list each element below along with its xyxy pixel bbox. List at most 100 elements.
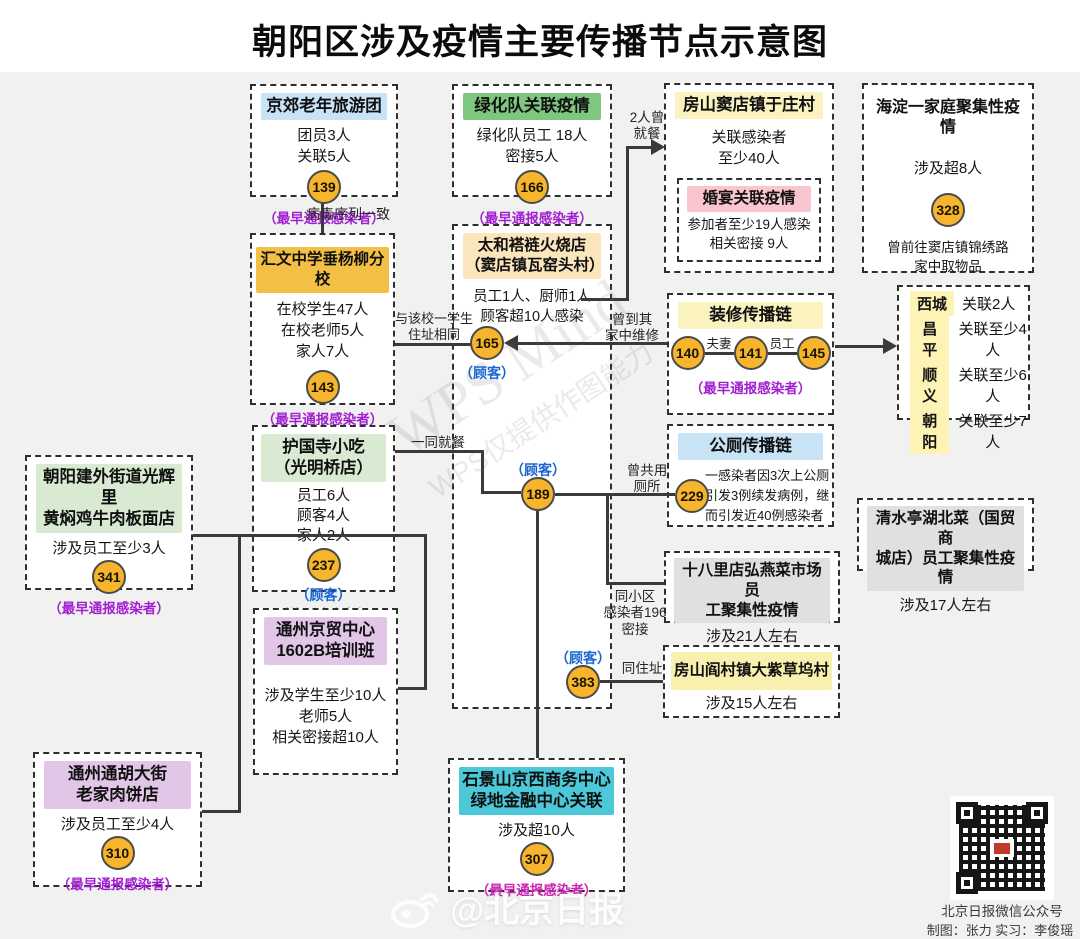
node-line: 涉及员工至少3人	[52, 540, 166, 558]
node-line: 相关密接超10人	[272, 729, 379, 747]
district-value: 关联至少6人	[958, 367, 1027, 405]
arrowhead-into-districts	[883, 338, 897, 354]
district-row: 顺义 关联至少6人	[899, 362, 1028, 408]
case-number-328: 328	[931, 192, 965, 227]
arrowhead-into-doudian	[651, 139, 665, 155]
node-taihe-dalian-restaurant: 太和褡裢火烧店 （窦店镇瓦窑头村） 员工1人、厨师1人 顾客超10人感染	[452, 224, 612, 709]
node-title: 房山阎村镇大紫草坞村	[671, 652, 832, 690]
node-title: 通州通胡大街 老家肉饼店	[44, 761, 191, 810]
node-title-line1: 太和褡裢火烧店	[477, 237, 587, 254]
node-title: 朝阳建外街道光辉里 黄焖鸡牛肉板面店	[36, 464, 182, 534]
node-line: 家人7人	[295, 342, 350, 360]
edge-label-line: 同小区	[614, 589, 656, 604]
node-qingshuiting-restaurant: 清水亭湖北菜（国贸商 城店）员工聚集性疫情 涉及17人左右	[857, 498, 1034, 614]
chain-link: 夫妻	[704, 336, 734, 370]
node-title-line1: 护国寺小吃	[282, 438, 365, 456]
node-haidian-family-cluster: 海淀一家庭聚集性疫情 涉及超8人 328 曾前往窦店镇锦绣路 家中取物品	[862, 83, 1034, 274]
connector-341-237-jingmao-c	[398, 687, 426, 690]
case-165-tag: （顾客）	[459, 365, 515, 381]
edge-label-line: 就餐	[633, 126, 661, 142]
district-row: 朝阳 关联至少7人	[899, 408, 1028, 454]
node-line: 涉及员工至少4人	[60, 816, 175, 834]
node-title-line1: 朝阳建外街道光辉里	[43, 468, 175, 508]
district-value: 关联至少4人	[958, 321, 1027, 359]
node-title: 汇文中学垂杨柳分校	[256, 247, 389, 293]
case-number-383: 383	[566, 665, 600, 699]
node-line: 在校学生47人	[276, 300, 369, 318]
edge-label-same-address-student: 与该校一学生 住址相同	[394, 311, 474, 343]
chain-link: 员工	[767, 336, 797, 370]
edge-label-line: 密接	[621, 621, 649, 637]
case-number-310: 310	[100, 836, 135, 871]
district-name: 朝阳	[910, 408, 950, 454]
connector-189-229	[555, 493, 675, 496]
node-line: 参加者至少19人感染	[687, 216, 811, 232]
connector-taihe-doudian-b	[626, 147, 629, 300]
node-text-block: 一感染者因3次上公厕 引发3例续发病例，继 而引发近40例感染者	[705, 466, 831, 526]
edge-label-two-diners: 2人曾 就餐	[624, 110, 670, 143]
connector-taihe-doudian-a	[581, 298, 629, 301]
qr-eye	[956, 872, 978, 894]
edge-label-same-community: 同小区 感染者196 密接	[600, 589, 670, 638]
node-title: 清水亭湖北菜（国贸商 城店）员工聚集性疫情	[867, 506, 1024, 592]
chain-link-label: 员工	[769, 337, 795, 352]
node-title: 海淀一家庭聚集性疫情	[875, 99, 1020, 137]
node-title-line2: 黄焖鸡牛肉板面店	[43, 510, 175, 529]
chain-link-line	[767, 352, 797, 355]
connector-237-laojia-a	[238, 534, 241, 813]
node-wedding-banquet: 婚宴关联疫情 参加者至少19人感染 相关密接 9人	[677, 178, 821, 262]
qr-code	[950, 796, 1054, 900]
arrowhead-into-165	[504, 335, 518, 351]
node-title: 通州京贸中心 1602B培训班	[264, 617, 387, 666]
node-title: 京郊老年旅游团	[261, 93, 387, 121]
case-number-143: 143	[305, 369, 340, 404]
node-title-line1: 通州通胡大街	[68, 765, 167, 783]
node-line: 一感染者因3次上公厕	[705, 468, 830, 484]
edge-label-line: 2人曾	[629, 110, 665, 125]
node-title: 房山窦店镇于庄村	[675, 92, 823, 120]
connector-huiwen-165	[395, 343, 471, 346]
page-title: 朝阳区涉及疫情主要传播节点示意图	[251, 23, 828, 62]
node-suburban-tour-group: 京郊老年旅游团 团员3人 关联5人 139 （最早通报感染者）	[250, 84, 398, 226]
edge-label-line: 住址相同	[407, 326, 460, 342]
earliest-case-note: （最早通报感染者）	[56, 877, 179, 893]
node-title: 婚宴关联疫情	[687, 186, 811, 212]
case-number-139: 139	[307, 170, 341, 205]
node-line: 曾前往窦店镇锦绣路	[887, 239, 1009, 255]
district-value: 关联至少7人	[958, 413, 1027, 451]
district-name: 西城	[910, 291, 955, 316]
node-title: 石景山京西商务中心 绿地金融中心关联	[459, 767, 614, 816]
node-greening-team: 绿化队关联疫情 绿化队员工 18人 密接5人 166 （最早通报感染者）	[452, 84, 612, 226]
node-line: 顾客超10人感染	[480, 308, 584, 325]
connector-huguosi-189-c	[481, 491, 521, 494]
wechat-account-label: 北京日报微信公众号	[941, 904, 1063, 919]
node-line: 涉及超10人	[498, 822, 575, 840]
connector-huguosi-189-a	[395, 450, 484, 453]
node-line: 涉及15人左右	[705, 694, 798, 712]
case-number-229: 229	[675, 479, 709, 513]
case-237-tag: （顾客）	[295, 586, 352, 603]
node-fangshan-yancun-village: 房山阎村镇大紫草坞村 涉及15人左右	[663, 645, 840, 718]
qr-center-logo	[990, 839, 1014, 857]
node-line: 至少40人	[718, 150, 780, 168]
edge-label-line: 与该校一学生	[394, 311, 473, 326]
earliest-case-note: （最早通报感染者）	[261, 411, 384, 427]
edge-label-shared-toilet: 曾共用 厕所	[620, 463, 674, 496]
earliest-case-note: （最早通报感染者）	[471, 211, 593, 227]
node-title-line2: 老家肉饼店	[76, 786, 159, 805]
district-row: 西城 关联2人	[899, 291, 1028, 316]
node-line: 团员3人	[297, 127, 351, 145]
qr-eye	[1026, 802, 1048, 824]
node-fangshan-doudian-yuzhuang: 房山窦店镇于庄村 关联感染者 至少40人 婚宴关联疫情 参加者至少19人感染 相…	[664, 83, 834, 273]
edge-label-line: 厕所	[633, 479, 661, 495]
node-title-line1: 十八里店弘燕菜市场员	[682, 562, 822, 599]
node-line: 涉及超8人	[913, 159, 983, 177]
case-number-165: 165	[470, 326, 504, 360]
edge-label-line: 曾到其	[611, 312, 653, 327]
district-name: 昌平	[910, 316, 950, 362]
weibo-icon	[391, 892, 439, 928]
node-line: 关联感染者	[711, 129, 787, 147]
connector-huguosi-189-b	[481, 450, 484, 494]
node-title: 十八里店弘燕菜市场员 工聚集性疫情	[674, 558, 830, 624]
edge-label-line: 感染者196	[603, 605, 667, 621]
